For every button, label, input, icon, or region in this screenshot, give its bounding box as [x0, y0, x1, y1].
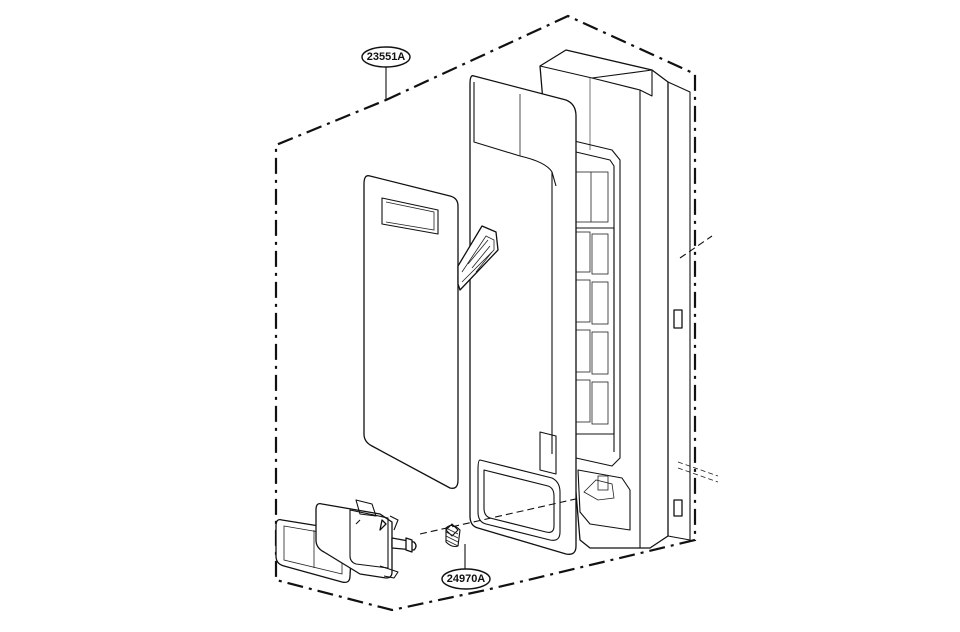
callout-spring-label: 24970A [447, 573, 486, 585]
right-leader-top [679, 235, 713, 259]
callout-assembly-label: 23551A [367, 51, 406, 63]
alignment-line [419, 497, 581, 535]
flex-ribbon-cable [457, 225, 499, 291]
callout-spring-oval [441, 568, 491, 590]
callout-spring: 24970A [441, 544, 491, 590]
button-holder [315, 499, 417, 579]
spring [445, 523, 461, 548]
right-leader-bottom [677, 461, 719, 483]
assembly-boundary [274, 14, 697, 612]
callout-assembly-oval [361, 46, 411, 68]
callout-assembly: 23551A [361, 46, 411, 100]
membrane-panel [363, 175, 499, 489]
control-panel-frame [469, 75, 577, 555]
